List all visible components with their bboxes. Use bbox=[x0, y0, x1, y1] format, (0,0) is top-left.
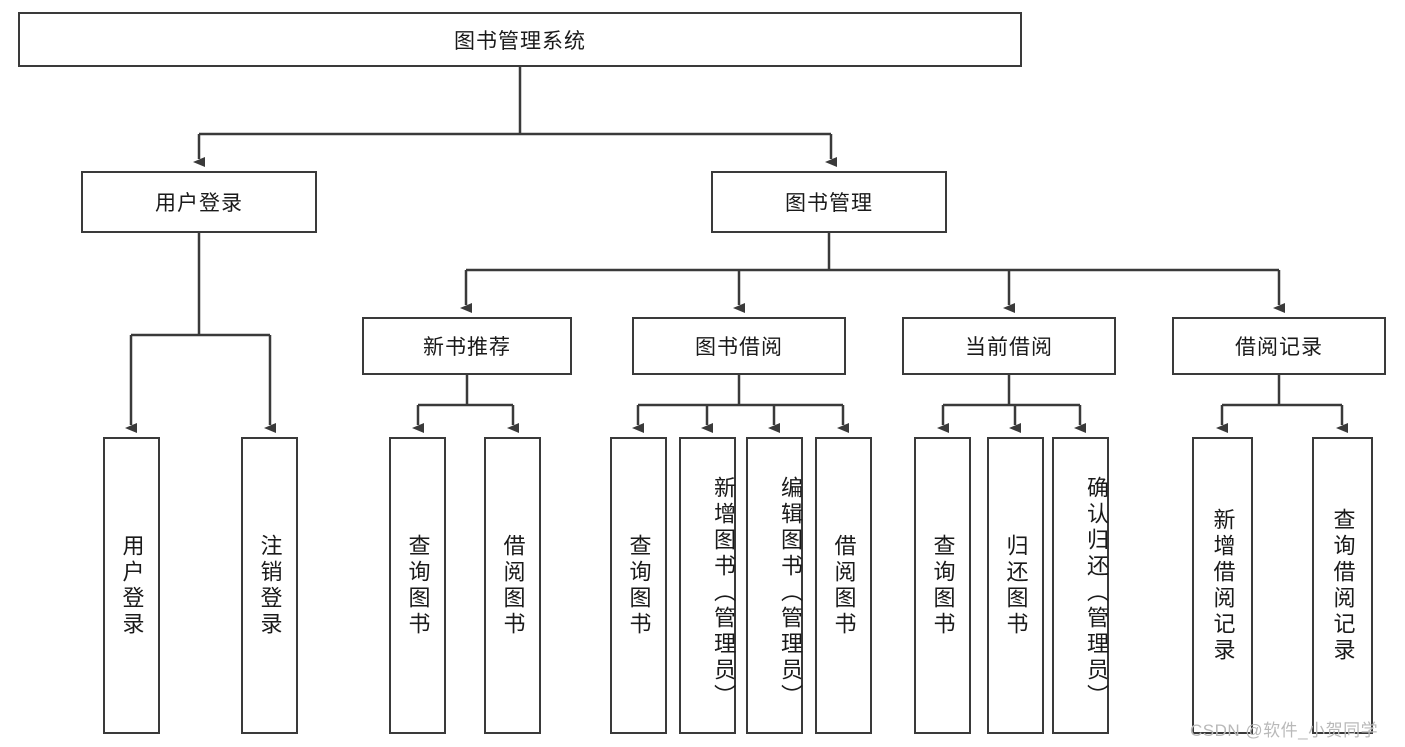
node-borrow-record[interactable]: 借阅记录 bbox=[1172, 317, 1386, 375]
node-new-book-recommend[interactable]: 新书推荐 bbox=[362, 317, 572, 375]
node-user-login[interactable]: 用户登录 bbox=[81, 171, 317, 233]
leaf-borrow-book-recommend[interactable]: 借阅图书 bbox=[484, 437, 541, 734]
node-book-borrow[interactable]: 图书借阅 bbox=[632, 317, 846, 375]
leaf-confirm-return-admin[interactable]: 确认归还（管理员） bbox=[1052, 437, 1109, 734]
node-book-management[interactable]: 图书管理 bbox=[711, 171, 947, 233]
leaf-add-book-admin[interactable]: 新增图书（管理员） bbox=[679, 437, 736, 734]
leaf-query-book-recommend[interactable]: 查询图书 bbox=[389, 437, 446, 734]
leaf-add-borrow-record[interactable]: 新增借阅记录 bbox=[1192, 437, 1253, 734]
node-root-book-management-system[interactable]: 图书管理系统 bbox=[18, 12, 1022, 67]
leaf-query-book-current[interactable]: 查询图书 bbox=[914, 437, 971, 734]
leaf-return-book[interactable]: 归还图书 bbox=[987, 437, 1044, 734]
leaf-logout[interactable]: 注销登录 bbox=[241, 437, 298, 734]
leaf-query-borrow-record[interactable]: 查询借阅记录 bbox=[1312, 437, 1373, 734]
csdn-watermark: CSDN @软件_小贺同学 bbox=[1190, 721, 1379, 740]
leaf-user-login[interactable]: 用户登录 bbox=[103, 437, 160, 734]
leaf-edit-book-admin[interactable]: 编辑图书（管理员） bbox=[746, 437, 803, 734]
leaf-query-book-borrow[interactable]: 查询图书 bbox=[610, 437, 667, 734]
leaf-borrow-book[interactable]: 借阅图书 bbox=[815, 437, 872, 734]
node-current-borrow[interactable]: 当前借阅 bbox=[902, 317, 1116, 375]
